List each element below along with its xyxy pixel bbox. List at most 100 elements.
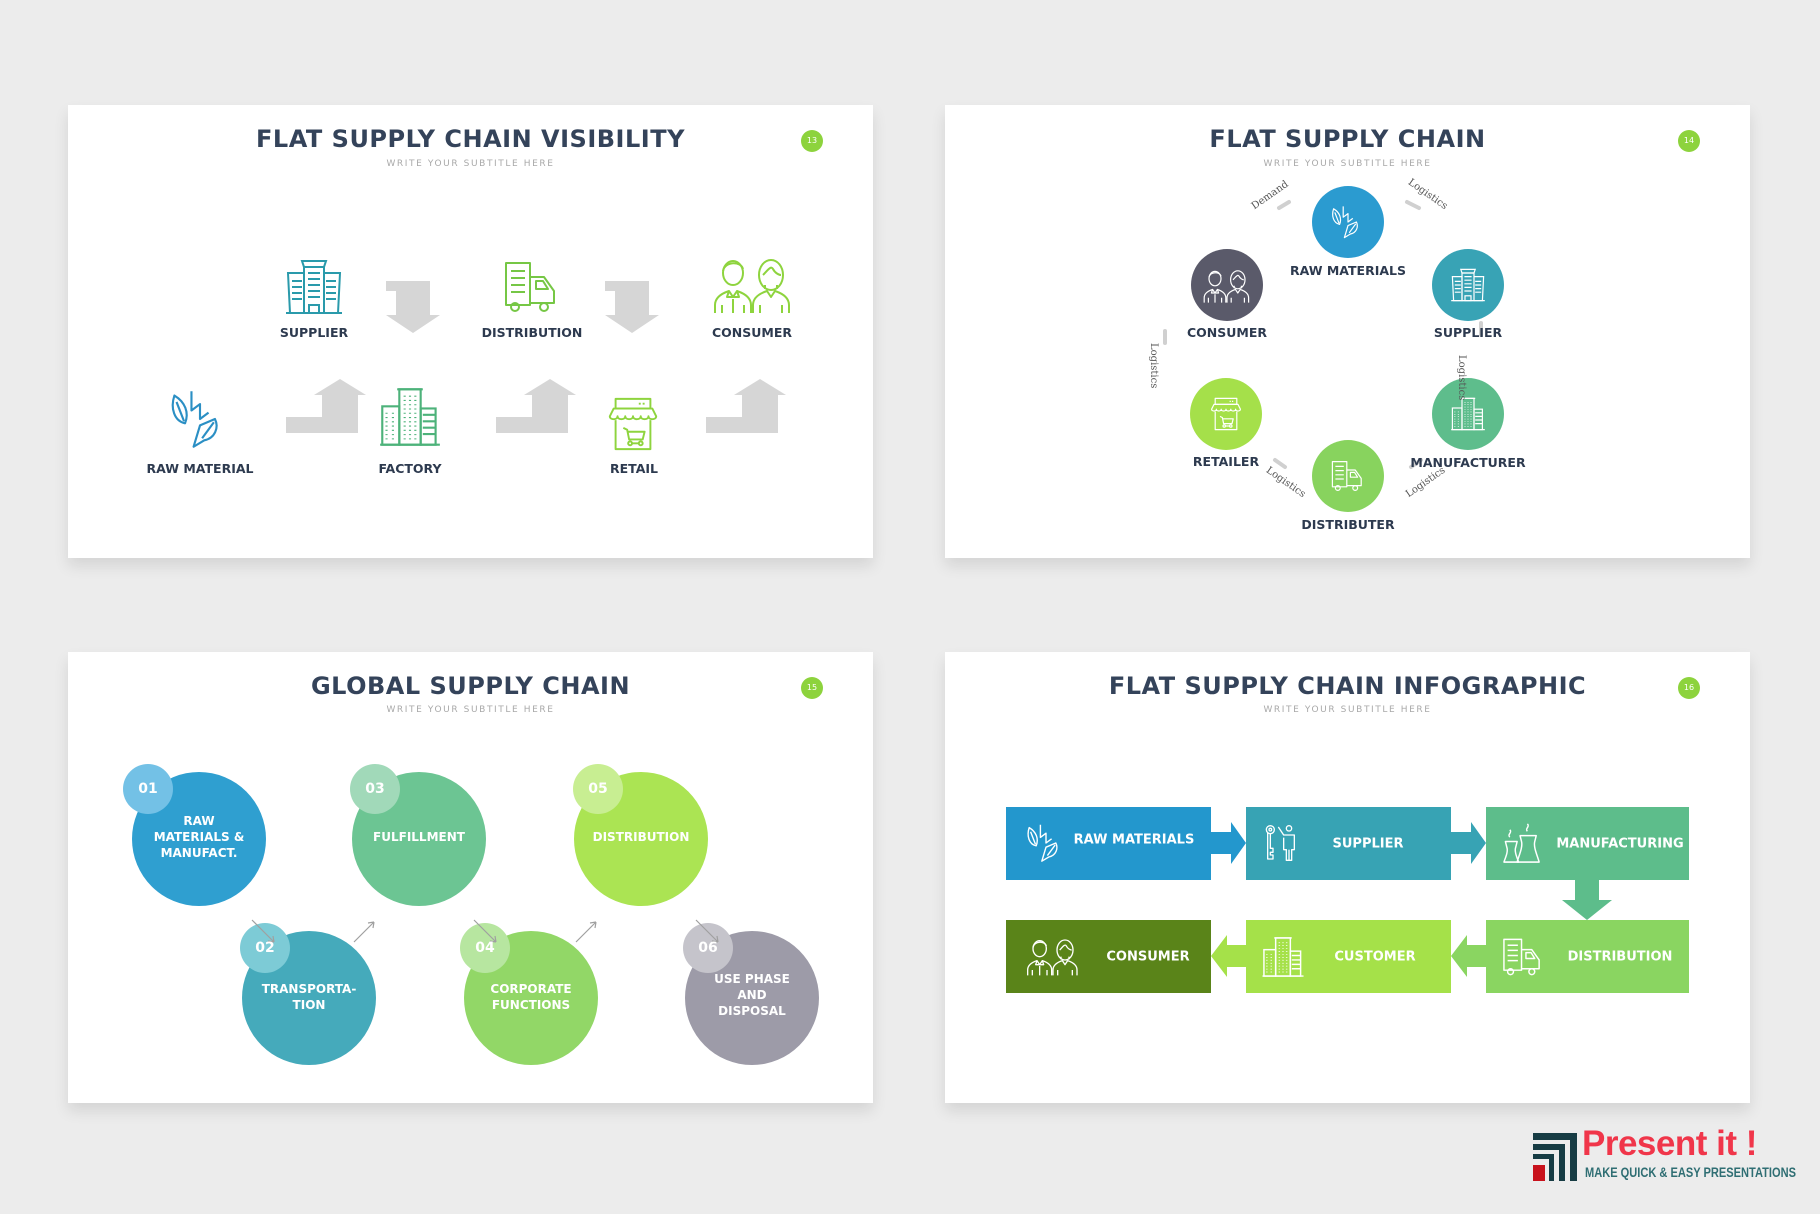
process-box-raw-materials — [1006, 807, 1211, 880]
stage-number: 01 — [138, 781, 158, 797]
leaf-lightning-icon — [1025, 822, 1067, 864]
slide-title: GLOBAL SUPPLY CHAIN — [310, 672, 631, 700]
stage-label: DISTRIBUTION — [592, 830, 690, 844]
process-label: CUSTOMER — [1334, 949, 1416, 965]
node-circle-distributer — [1312, 440, 1384, 512]
delivery-truck-icon — [500, 257, 564, 317]
flow-arrow-right — [1211, 822, 1246, 864]
factory-buildings-icon — [1450, 396, 1486, 432]
flow-arrow-down — [1562, 880, 1612, 920]
flow-arrow-left — [1211, 935, 1246, 977]
process-flow — [1006, 807, 1689, 993]
page-number-badge: 14 — [1678, 130, 1700, 152]
flow-arrow-right — [1451, 822, 1486, 864]
flow-arrows — [286, 281, 786, 433]
node-circle-retailer — [1190, 378, 1262, 450]
slide-subtitle: WRITE YOUR SUBTITLE HERE — [386, 705, 555, 715]
connector-arrow — [575, 921, 597, 943]
process-box-customer — [1246, 920, 1451, 993]
stage-number: 06 — [698, 940, 718, 956]
people-icon — [1203, 269, 1251, 305]
stage-number: 05 — [588, 781, 608, 797]
stage-number: 02 — [255, 940, 275, 956]
slide-flat-supply-chain[interactable]: FLAT SUPPLY CHAIN WRITE YOUR SUBTITLE HE… — [945, 105, 1750, 558]
process-box-supplier — [1246, 807, 1451, 880]
link-arrow — [1405, 200, 1421, 210]
elbow-arrow-up — [706, 379, 786, 433]
number-badge-03 — [350, 764, 400, 814]
node-label: CONSUMER — [1186, 325, 1268, 340]
leaf-lightning-icon — [1330, 204, 1366, 240]
slide-flat-supply-chain-visibility[interactable]: FLAT SUPPLY CHAIN VISIBILITY WRITE YOUR … — [68, 105, 873, 558]
stage-diagram — [123, 764, 819, 1065]
number-badge-02 — [240, 923, 290, 973]
brand-logo-icon — [1533, 1133, 1577, 1181]
node-circle-supplier — [1432, 249, 1504, 321]
office-building-icon — [282, 257, 346, 317]
elbow-arrow-down — [605, 281, 659, 333]
node-label: DISTRIBUTER — [1301, 517, 1395, 532]
elbow-arrow-up — [496, 379, 576, 433]
number-badge-05 — [573, 764, 623, 814]
node-label: SUPPLIER — [1433, 325, 1503, 340]
process-label: CONSUMER — [1106, 949, 1190, 965]
stage-label: CORPORATE FUNCTIONS — [490, 982, 572, 1012]
link-arrow — [1277, 200, 1291, 210]
step-label: CONSUMER — [711, 325, 793, 340]
step-label: SUPPLIER — [279, 325, 349, 340]
factory-buildings-icon — [378, 385, 442, 449]
node-label: MANUFACTURER — [1410, 455, 1526, 470]
process-box-distribution — [1486, 920, 1689, 993]
cooling-tower-icon — [1501, 820, 1545, 866]
delivery-truck-icon — [1501, 935, 1545, 979]
process-label: SUPPLIER — [1332, 836, 1404, 852]
shop-cart-icon — [604, 395, 662, 453]
slide-title: FLAT SUPPLY CHAIN — [1209, 125, 1486, 153]
link-label: Logistics — [1148, 343, 1159, 389]
stage-label: USE PHASE AND DISPOSAL — [714, 972, 790, 1018]
node-circle-consumer — [1191, 249, 1263, 321]
number-badge-01 — [123, 764, 173, 814]
slide-title: FLAT SUPPLY CHAIN VISIBILITY — [256, 125, 685, 153]
brand-name: Present it ! — [1582, 1124, 1757, 1163]
slide-flat-supply-chain-infographic[interactable]: FLAT SUPPLY CHAIN INFOGRAPHIC WRITE YOUR… — [945, 652, 1750, 1103]
key-person-icon — [1261, 822, 1301, 864]
step-label: RETAIL — [609, 461, 659, 476]
office-building-icon — [1450, 267, 1486, 303]
page-number-badge: 16 — [1678, 677, 1700, 699]
slide-global-supply-chain[interactable]: GLOBAL SUPPLY CHAIN WRITE YOUR SUBTITLE … — [68, 652, 873, 1103]
number-badge-06 — [683, 923, 733, 973]
process-label: MANUFACTURING — [1556, 836, 1684, 852]
connector-arrow — [473, 919, 497, 943]
stage-number: 04 — [475, 940, 495, 956]
people-icon — [1017, 938, 1089, 978]
elbow-arrow-up — [286, 379, 366, 433]
link-label: Logistics — [1456, 355, 1467, 401]
stage-label: TRANSPORTA- TION — [261, 982, 357, 1012]
page-number-badge: 15 — [801, 677, 823, 699]
connector-arrow — [353, 921, 375, 943]
step-label: RAW MATERIAL — [146, 461, 254, 476]
link-arrow — [1273, 458, 1287, 469]
link-arrow — [1409, 458, 1423, 469]
number-badge-04 — [460, 923, 510, 973]
slide-subtitle: WRITE YOUR SUBTITLE HERE — [1263, 705, 1432, 715]
stage-label: FULFILLMENT — [373, 830, 465, 844]
process-box-manufacturing — [1486, 807, 1689, 880]
connector-arrow — [251, 919, 275, 943]
step-label: FACTORY — [378, 461, 442, 476]
leaf-lightning-icon — [168, 387, 232, 451]
factory-buildings-icon — [1261, 935, 1305, 979]
node-label: RAW MATERIALS — [1289, 263, 1407, 278]
slide-title: FLAT SUPPLY CHAIN INFOGRAPHIC — [1108, 672, 1587, 700]
connector-arrow — [695, 919, 719, 943]
delivery-truck-icon — [1330, 458, 1366, 494]
stage-number: 03 — [365, 781, 385, 797]
slide-subtitle: WRITE YOUR SUBTITLE HERE — [1263, 159, 1432, 169]
people-icon — [696, 257, 810, 317]
shop-cart-icon — [1208, 396, 1244, 432]
process-label: DISTRIBUTION — [1567, 949, 1673, 965]
process-label: RAW MATERIALS — [1073, 832, 1195, 848]
stage-label: RAW MATERIALS & MANUFACT. — [153, 814, 245, 860]
slide-subtitle: WRITE YOUR SUBTITLE HERE — [386, 159, 555, 169]
